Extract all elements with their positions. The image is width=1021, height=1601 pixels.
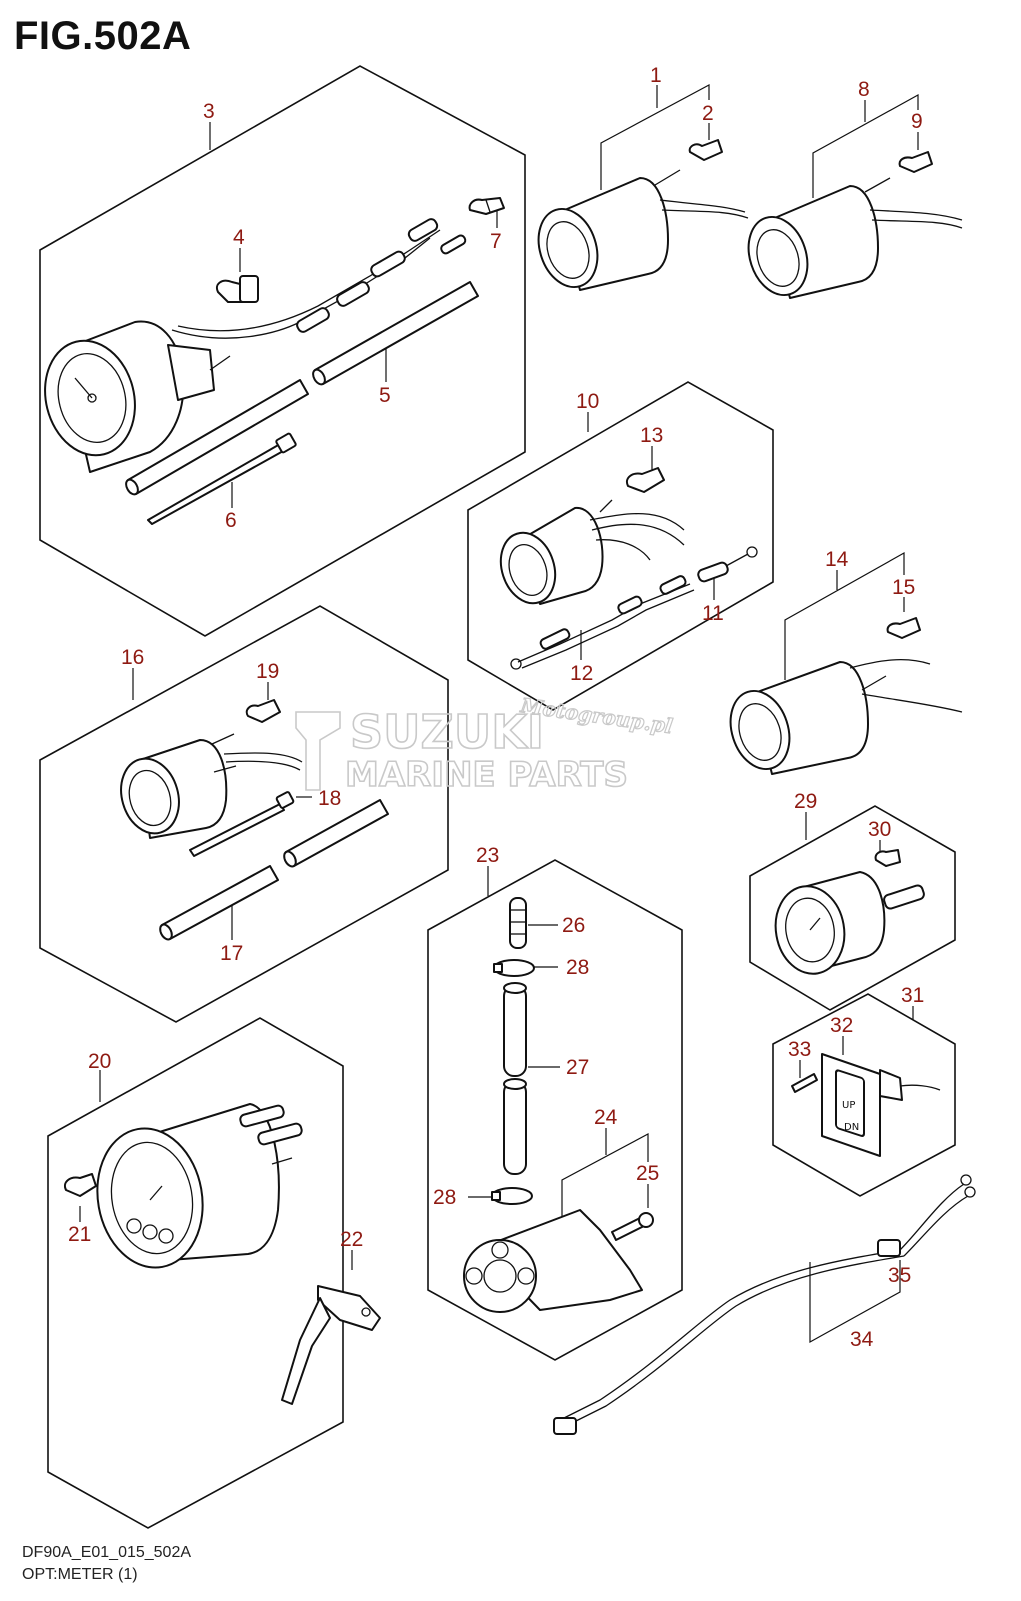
pitot-tube-22 — [281, 1285, 381, 1405]
figure-subtitle: OPT:METER (1) — [22, 1566, 138, 1583]
harness-12 — [510, 575, 695, 670]
callout-8: 8 — [858, 78, 870, 101]
watermark: Motogroup.pl SUZUKI MARINE PARTS — [295, 692, 675, 796]
tachometer-gauge-3 — [44, 218, 467, 473]
connector-26 — [509, 897, 527, 949]
bulb-15 — [886, 617, 921, 639]
leader-lines — [79, 83, 919, 1344]
callout-11: 11 — [702, 602, 724, 625]
figure-code: DF90A_E01_015_502A — [22, 1544, 192, 1561]
callout-24: 24 — [594, 1106, 618, 1129]
callout-31: 31 — [901, 984, 924, 1007]
callout-5: 5 — [379, 384, 391, 407]
pitot-pickup-24 — [463, 1209, 643, 1313]
callout-35: 35 — [888, 1264, 911, 1287]
harness-11 — [697, 546, 758, 583]
hose-5 — [125, 281, 479, 496]
bulb-9 — [898, 151, 933, 173]
callout-18: 18 — [318, 787, 341, 810]
watermark-logo-icon — [295, 711, 341, 791]
group-box-31 — [772, 993, 956, 1197]
cable-tie-6 — [147, 432, 297, 525]
switch-down-label: DN — [844, 1122, 859, 1133]
callout-3: 3 — [203, 100, 215, 123]
cable-tie-18 — [189, 791, 295, 857]
screw-25 — [611, 1212, 654, 1241]
group-box-10 — [467, 381, 774, 711]
gauge-16 — [120, 733, 303, 839]
callout-14: 14 — [825, 548, 849, 571]
callout-25: 25 — [636, 1162, 659, 1185]
gauge-1 — [537, 169, 749, 291]
callout-9: 9 — [911, 110, 923, 133]
watermark-brand: SUZUKI — [350, 705, 544, 759]
callout-33: 33 — [788, 1038, 811, 1061]
callout-2: 2 — [702, 102, 714, 125]
callout-22: 22 — [340, 1228, 363, 1251]
callout-7: 7 — [490, 230, 502, 253]
callout-19: 19 — [256, 660, 279, 683]
gauge-20 — [96, 1103, 303, 1269]
callout-29: 29 — [794, 790, 817, 813]
bulb-2 — [688, 139, 723, 161]
bulb-19 — [245, 699, 281, 723]
harness-34 — [553, 1174, 976, 1435]
callout-32: 32 — [830, 1014, 853, 1037]
clamp-28b — [491, 1187, 533, 1205]
callout-34: 34 — [850, 1328, 874, 1351]
switch-panel-32: UP DN — [821, 1053, 941, 1157]
switch-up-label: UP — [842, 1100, 855, 1111]
callout-23: 23 — [476, 844, 499, 867]
callout-6: 6 — [225, 509, 237, 532]
callout-26: 26 — [562, 914, 585, 937]
callout-15: 15 — [892, 576, 915, 599]
callout-1: 1 — [650, 64, 662, 87]
group-box-29 — [749, 805, 956, 1011]
tube-27 — [503, 982, 527, 1175]
callout-numbers: 1 2 3 4 5 6 7 8 9 10 11 12 13 14 15 16 1… — [68, 64, 924, 1351]
figure-title: FIG.502A — [14, 14, 192, 58]
screw-33 — [791, 1073, 818, 1093]
callout-13: 13 — [640, 424, 663, 447]
gauge-8 — [747, 177, 963, 299]
callout-28b: 28 — [433, 1186, 456, 1209]
callout-17: 17 — [220, 942, 243, 965]
group-box-3 — [39, 65, 526, 637]
group-box-16 — [39, 605, 449, 1023]
gauge-14 — [729, 658, 963, 775]
gauge-29 — [774, 871, 925, 975]
bulb-13 — [626, 467, 665, 493]
group-box-23 — [427, 859, 683, 1361]
bulb-socket-4 — [216, 275, 259, 303]
callout-4: 4 — [233, 226, 245, 249]
watermark-subbrand: MARINE PARTS — [345, 755, 628, 795]
callout-30: 30 — [868, 818, 891, 841]
clamp-28 — [493, 959, 535, 977]
callout-28: 28 — [566, 956, 589, 979]
callout-27: 27 — [566, 1056, 589, 1079]
callout-12: 12 — [570, 662, 593, 685]
bulb-21 — [64, 1173, 97, 1197]
bulb-30 — [874, 849, 901, 867]
callout-20: 20 — [88, 1050, 111, 1073]
bulb-7 — [468, 197, 505, 215]
figure-footer: DF90A_E01_015_502A OPT:METER (1) — [22, 1542, 191, 1586]
callout-21: 21 — [68, 1223, 91, 1246]
gauge-10 — [499, 499, 685, 605]
callout-10: 10 — [576, 390, 599, 413]
group-box-20 — [47, 1017, 344, 1529]
callout-16: 16 — [121, 646, 144, 669]
hose-17 — [159, 799, 389, 941]
